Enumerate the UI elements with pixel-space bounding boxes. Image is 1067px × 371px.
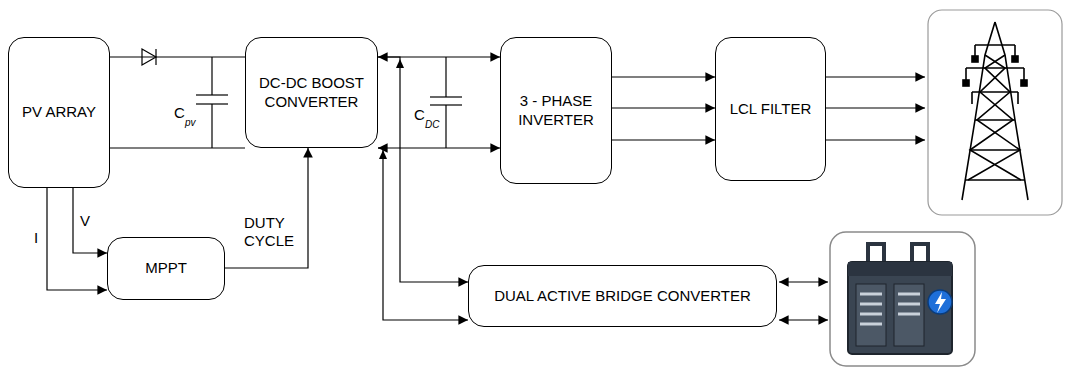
connector-line — [612, 107, 715, 108]
battery-panel — [830, 232, 975, 366]
connector-line — [378, 147, 500, 148]
box-title: 3 - PHASE INVERTER — [501, 92, 611, 130]
inverter-box: 3 - PHASE INVERTER — [500, 37, 612, 184]
box-title: DUAL ACTIVE BRIDGE CONVERTER — [488, 287, 757, 306]
signal-label: I — [34, 229, 38, 247]
connector-line — [378, 148, 468, 320]
connector-line — [225, 148, 308, 268]
transmission-tower-icon — [962, 22, 1028, 200]
capacitor-subscript: DC — [425, 119, 439, 131]
grid-feed-lines — [826, 77, 925, 140]
box-title: MPPT — [139, 259, 193, 278]
signal-label: V — [80, 212, 90, 230]
controller-box: MPPT — [107, 237, 225, 300]
box-title: LCL FILTER — [724, 100, 818, 119]
signal-label: DUTY CYCLE — [244, 214, 306, 250]
converter-box: DC-DC BOOST CONVERTER — [245, 37, 378, 148]
connector-line — [73, 188, 107, 253]
box-title: PV ARRAY — [16, 103, 102, 122]
connector-line — [378, 57, 468, 282]
capacitor-label: C — [414, 106, 425, 124]
capacitor-label: C — [174, 104, 185, 122]
capacitor-symbol — [196, 57, 228, 148]
grid-panel — [928, 10, 1062, 215]
connector-line — [612, 76, 715, 77]
connector-line — [612, 139, 715, 140]
filter-box: LCL FILTER — [715, 37, 826, 181]
capacitor-subscript: pv — [185, 117, 196, 129]
connector-line — [110, 147, 245, 148]
connector-line — [47, 188, 107, 290]
pv-array-box: PV ARRAY — [8, 37, 110, 188]
battery-link-lines — [779, 282, 828, 320]
box-title: DC-DC BOOST CONVERTER — [246, 74, 377, 112]
capacitor-symbol — [430, 57, 462, 148]
battery-icon — [848, 244, 952, 354]
connector-line — [110, 56, 245, 57]
converter-box: DUAL ACTIVE BRIDGE CONVERTER — [468, 265, 777, 327]
